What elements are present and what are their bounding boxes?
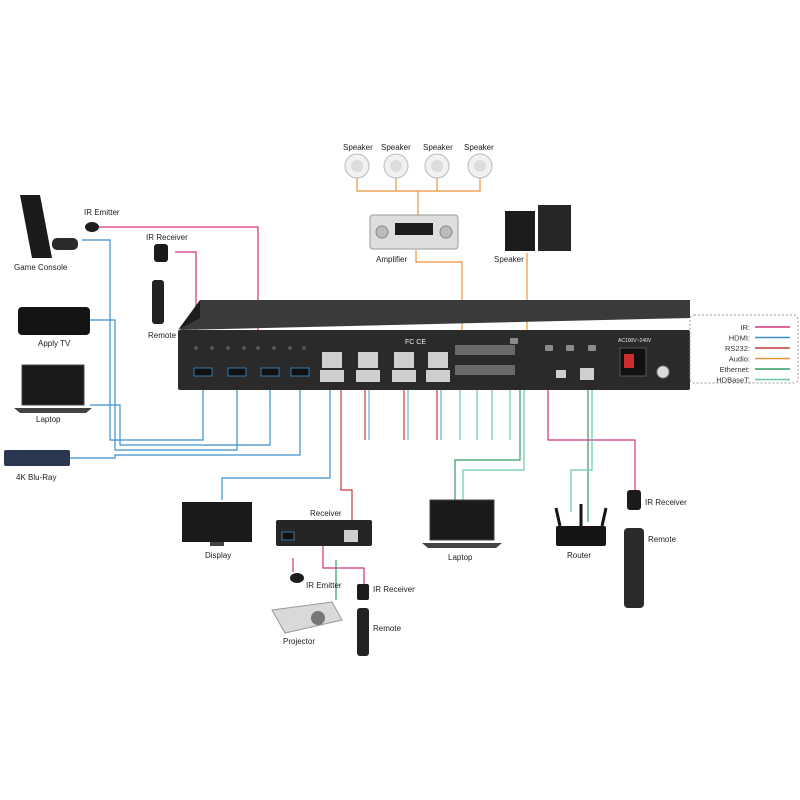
legend-label: Ethernet: (720, 365, 750, 374)
hdbaset-cables (459, 385, 593, 512)
ir-receiver-top (154, 244, 168, 262)
amplifier-label: Amplifier (376, 255, 407, 264)
legend-label: IR: (740, 323, 750, 332)
usb-port (556, 370, 566, 378)
rs232-soft-cables (368, 385, 442, 440)
remote-bottom-label: Remote (373, 624, 402, 633)
ground-screw (656, 365, 670, 379)
speaker-4-label: Speaker (464, 143, 494, 152)
router-icon (554, 504, 608, 546)
remote-bottom-icon (357, 608, 369, 656)
terminal-blocks (455, 345, 515, 375)
hdmi-input-ports (193, 367, 310, 377)
ceiling-speakers (344, 153, 493, 179)
ir-receiver-right-icon (627, 490, 641, 510)
apple-tv-label: Apply TV (38, 339, 71, 348)
cable-legend: IR: HDMI:RS232: Audio:Ethernet: HDBaseT: (689, 314, 799, 385)
bluray-label: 4K Blu-Ray (16, 473, 56, 482)
ir-receiver-bottom-label: IR Receiver (373, 585, 415, 594)
bookshelf-speakers (505, 205, 571, 251)
ir-emitter-bottom-label: IR Emitter (306, 581, 342, 590)
speaker-right-label: Speaker (494, 255, 524, 264)
game-console (20, 195, 78, 258)
remote-top-icon (152, 280, 164, 324)
cables (68, 178, 636, 600)
ir-emitter-bottom-icon (290, 573, 304, 583)
legend-label: Audio: (729, 355, 750, 364)
bluray-icon (4, 450, 70, 466)
hdbaset-output-ports (322, 352, 448, 368)
laptop-left-label: Laptop (36, 415, 61, 424)
remote-right-icon (624, 528, 644, 608)
projector-label: Projector (283, 637, 315, 646)
power-switch[interactable] (624, 354, 634, 368)
matrix-switch-unit: FC CE AC100V~240V (178, 300, 690, 390)
laptop-left-icon (14, 364, 92, 413)
ir-jacks (194, 346, 306, 350)
ir-emitter-top-label: IR Emitter (84, 208, 120, 217)
apple-tv-icon (18, 307, 90, 335)
ethernet-cables (335, 385, 589, 600)
laptop-right-icon (422, 499, 502, 548)
speaker-1-label: Speaker (343, 143, 373, 152)
display-icon (182, 502, 252, 546)
ir-receiver-right-label: IR Receiver (645, 498, 687, 507)
router-label: Router (567, 551, 591, 560)
speaker-2-label: Speaker (381, 143, 411, 152)
rs232-cables (340, 385, 438, 520)
cert-marks: FC CE (405, 339, 426, 346)
receiver-label: Receiver (310, 509, 342, 518)
legend-label: HDMI: (729, 334, 750, 343)
display-label: Display (205, 551, 231, 560)
legend-label: RS232: (725, 344, 750, 353)
laptop-right-label: Laptop (448, 553, 473, 562)
lan-port (580, 368, 594, 380)
hdbaset-receiver (276, 520, 372, 546)
game-console-label: Game Console (14, 263, 68, 272)
power-rating-label: AC100V~240V (618, 338, 652, 344)
hdmi-cables (68, 239, 331, 500)
ir-receiver-bottom-icon (357, 584, 369, 600)
speaker-3-label: Speaker (423, 143, 453, 152)
remote-top-label: Remote (148, 331, 177, 340)
legend-label: HDBaseT: (716, 376, 750, 385)
remote-right-label: Remote (648, 535, 677, 544)
control-knobs (510, 338, 596, 351)
ir-receiver-top-label: IR Receiver (146, 233, 188, 242)
ir-emitter-top-icon (85, 222, 99, 232)
amplifier (369, 214, 459, 250)
projector-icon (271, 601, 343, 634)
